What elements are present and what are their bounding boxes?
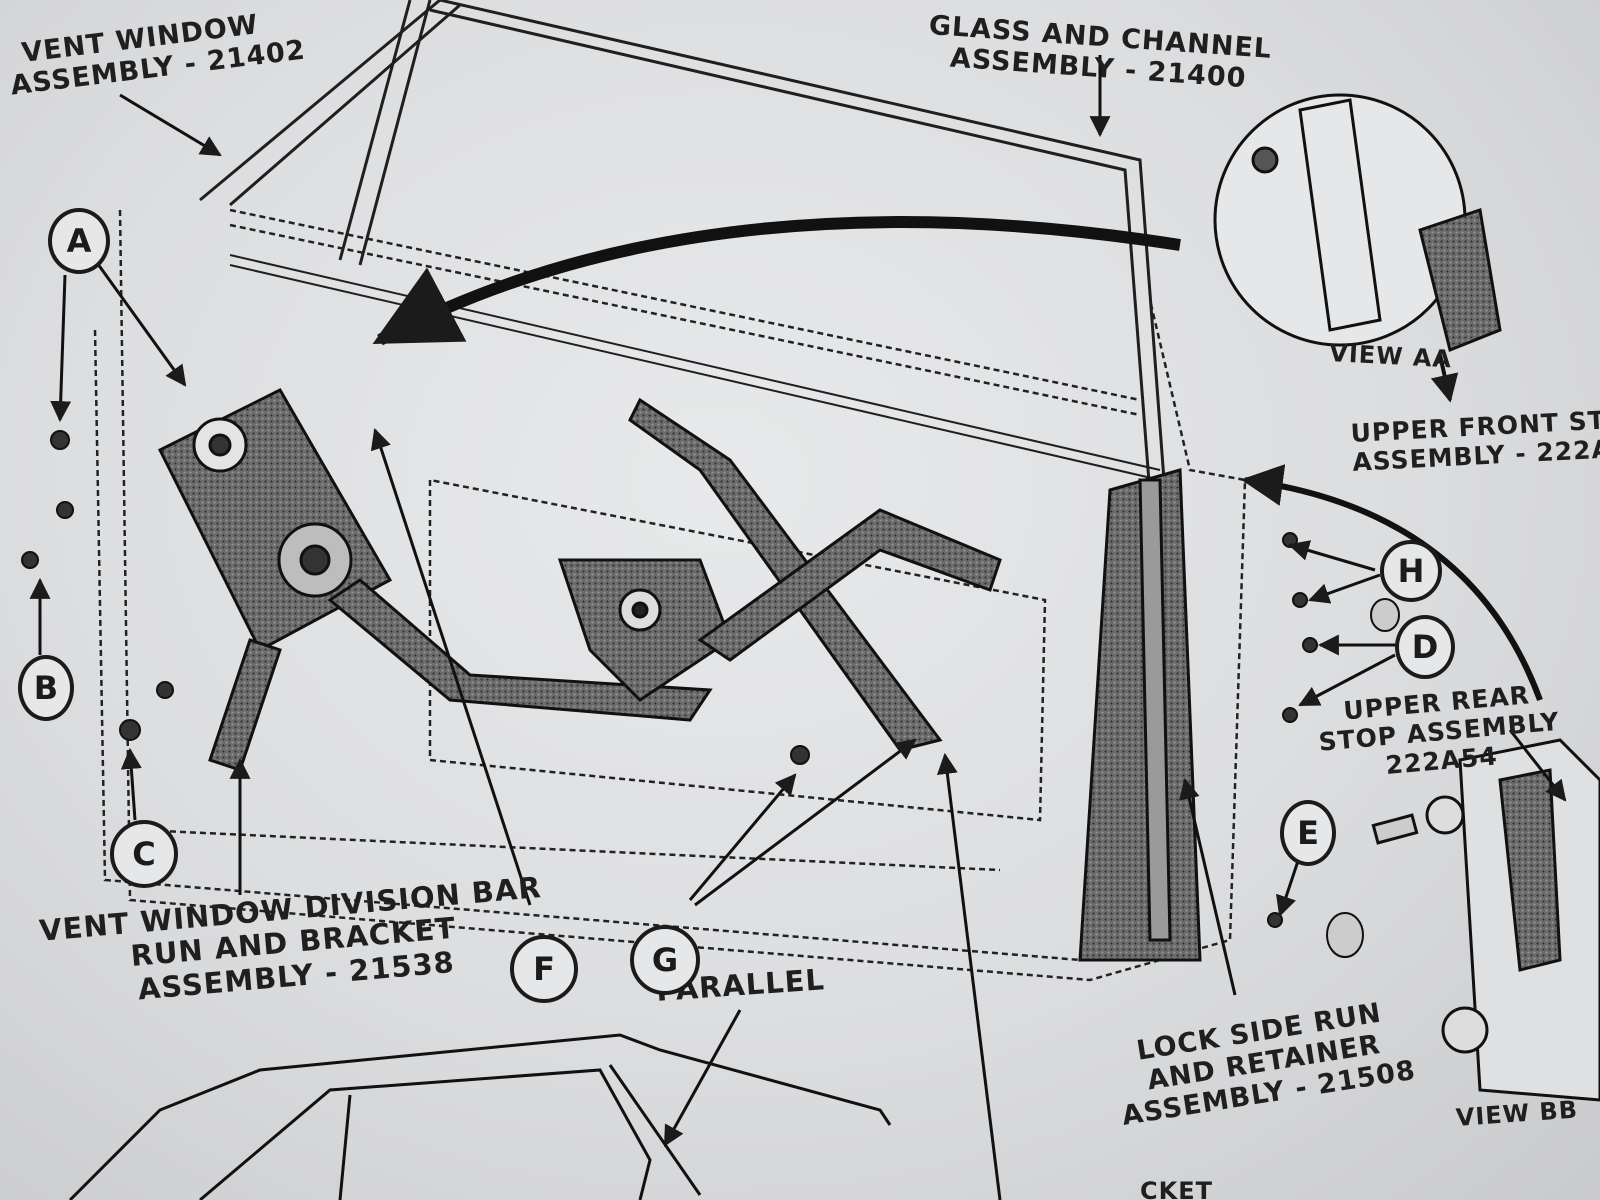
callout-e: E	[1280, 800, 1336, 866]
car-silhouette	[68, 1033, 892, 1200]
regulator-mechanism	[157, 388, 1002, 772]
callout-g: G	[630, 925, 700, 995]
callout-f: F	[510, 935, 578, 1003]
callout-a: A	[48, 208, 110, 274]
view-bb-inset	[1371, 738, 1600, 1102]
view-aa-inset	[1213, 93, 1502, 403]
pointer-arrow-upper	[372, 216, 1181, 346]
callout-d: D	[1395, 615, 1455, 679]
lock-side-run	[1078, 468, 1202, 962]
callout-h: H	[1380, 540, 1442, 602]
door-panel	[93, 208, 1247, 982]
glass-frame	[199, 0, 1172, 561]
callout-b: B	[18, 655, 74, 721]
bracket-partial-label: CKET	[1140, 1177, 1213, 1200]
callout-c: C	[110, 820, 178, 888]
leader-lines	[29, 55, 1567, 1200]
fasteners	[21, 430, 1400, 958]
